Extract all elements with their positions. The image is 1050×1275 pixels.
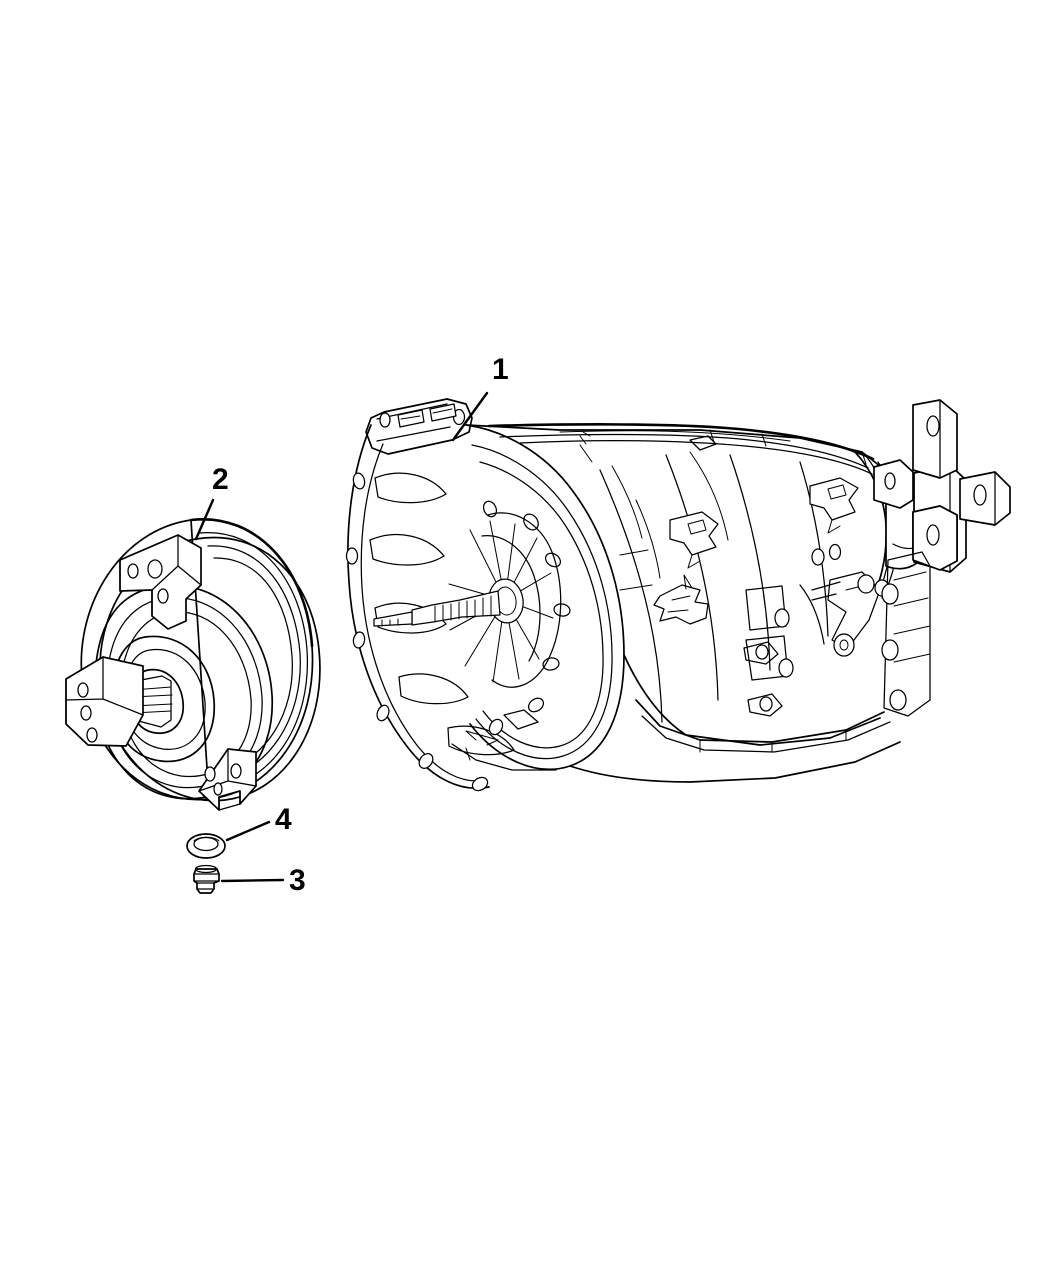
leader-line-2 — [194, 498, 215, 541]
callout-leaders — [194, 391, 489, 883]
converter-lug-left — [65, 656, 144, 747]
leader-line-1 — [451, 391, 489, 442]
case-boss-mid — [669, 511, 719, 569]
leader-line-4 — [225, 820, 271, 842]
callout-label-1: 1 — [492, 353, 509, 386]
callout-label-3: 3 — [289, 864, 306, 897]
case-boss-lower — [653, 574, 709, 625]
callout-label-2: 2 — [212, 463, 229, 496]
shift-linkage — [799, 571, 890, 657]
seal-o-ring — [186, 833, 226, 859]
callout-label-4: 4 — [275, 803, 292, 836]
input-shaft — [373, 590, 501, 627]
case-boss-upper — [809, 477, 859, 534]
drain-plug — [193, 864, 220, 894]
output-flange-yoke — [873, 399, 1011, 573]
leader-line-3 — [220, 878, 285, 883]
torque-converter — [65, 517, 321, 811]
converter-lug-top — [119, 534, 202, 630]
transmission-assembly — [345, 398, 1011, 792]
converter-lug-bottom — [198, 748, 257, 811]
